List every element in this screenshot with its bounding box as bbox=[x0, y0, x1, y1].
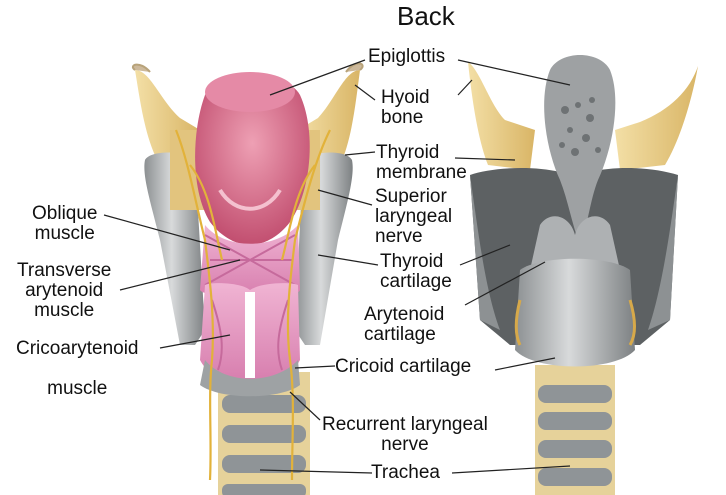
label-transverse-arytenoid-muscle: Transverse arytenoid muscle bbox=[17, 260, 112, 321]
label-epiglottis: Epiglottis bbox=[368, 46, 446, 67]
right-trachea bbox=[535, 365, 615, 495]
label-arytenoid-cartilage: Arytenoid cartilage bbox=[364, 304, 445, 345]
label-cricoid-cartilage: Cricoid cartilage bbox=[335, 356, 472, 377]
label-superior-laryngeal-nerve: Superior laryngeal nerve bbox=[375, 186, 453, 247]
right-arytenoid-cartilage bbox=[530, 216, 620, 270]
left-epiglottis bbox=[195, 75, 310, 245]
left-cricoid-cartilage bbox=[200, 360, 300, 397]
label-thyroid-membrane: Thyroid membrane bbox=[376, 142, 467, 183]
label-recurrent-laryngeal-nerve: Recurrent laryngeal nerve bbox=[322, 414, 488, 455]
label-hyoid-bone: Hyoid bone bbox=[381, 87, 430, 128]
left-arytenoid-muscles bbox=[200, 225, 300, 298]
right-hyoid-bone bbox=[468, 62, 535, 170]
label-oblique-muscle: Oblique muscle bbox=[32, 203, 98, 244]
label-trachea: Trachea bbox=[371, 462, 440, 483]
label-cricoarytenoid-muscle: Cricoarytenoid muscle bbox=[16, 338, 139, 399]
right-epiglottis bbox=[544, 55, 616, 245]
right-cricoid-cartilage bbox=[515, 258, 635, 367]
right-larynx-figure bbox=[468, 55, 698, 495]
left-laryngeal-nerves bbox=[174, 129, 331, 481]
leader-lines bbox=[103, 59, 571, 474]
view-title: Back bbox=[397, 1, 455, 31]
label-thyroid-cartilage: Thyroid cartilage bbox=[380, 251, 452, 292]
left-larynx-figure bbox=[131, 62, 364, 495]
